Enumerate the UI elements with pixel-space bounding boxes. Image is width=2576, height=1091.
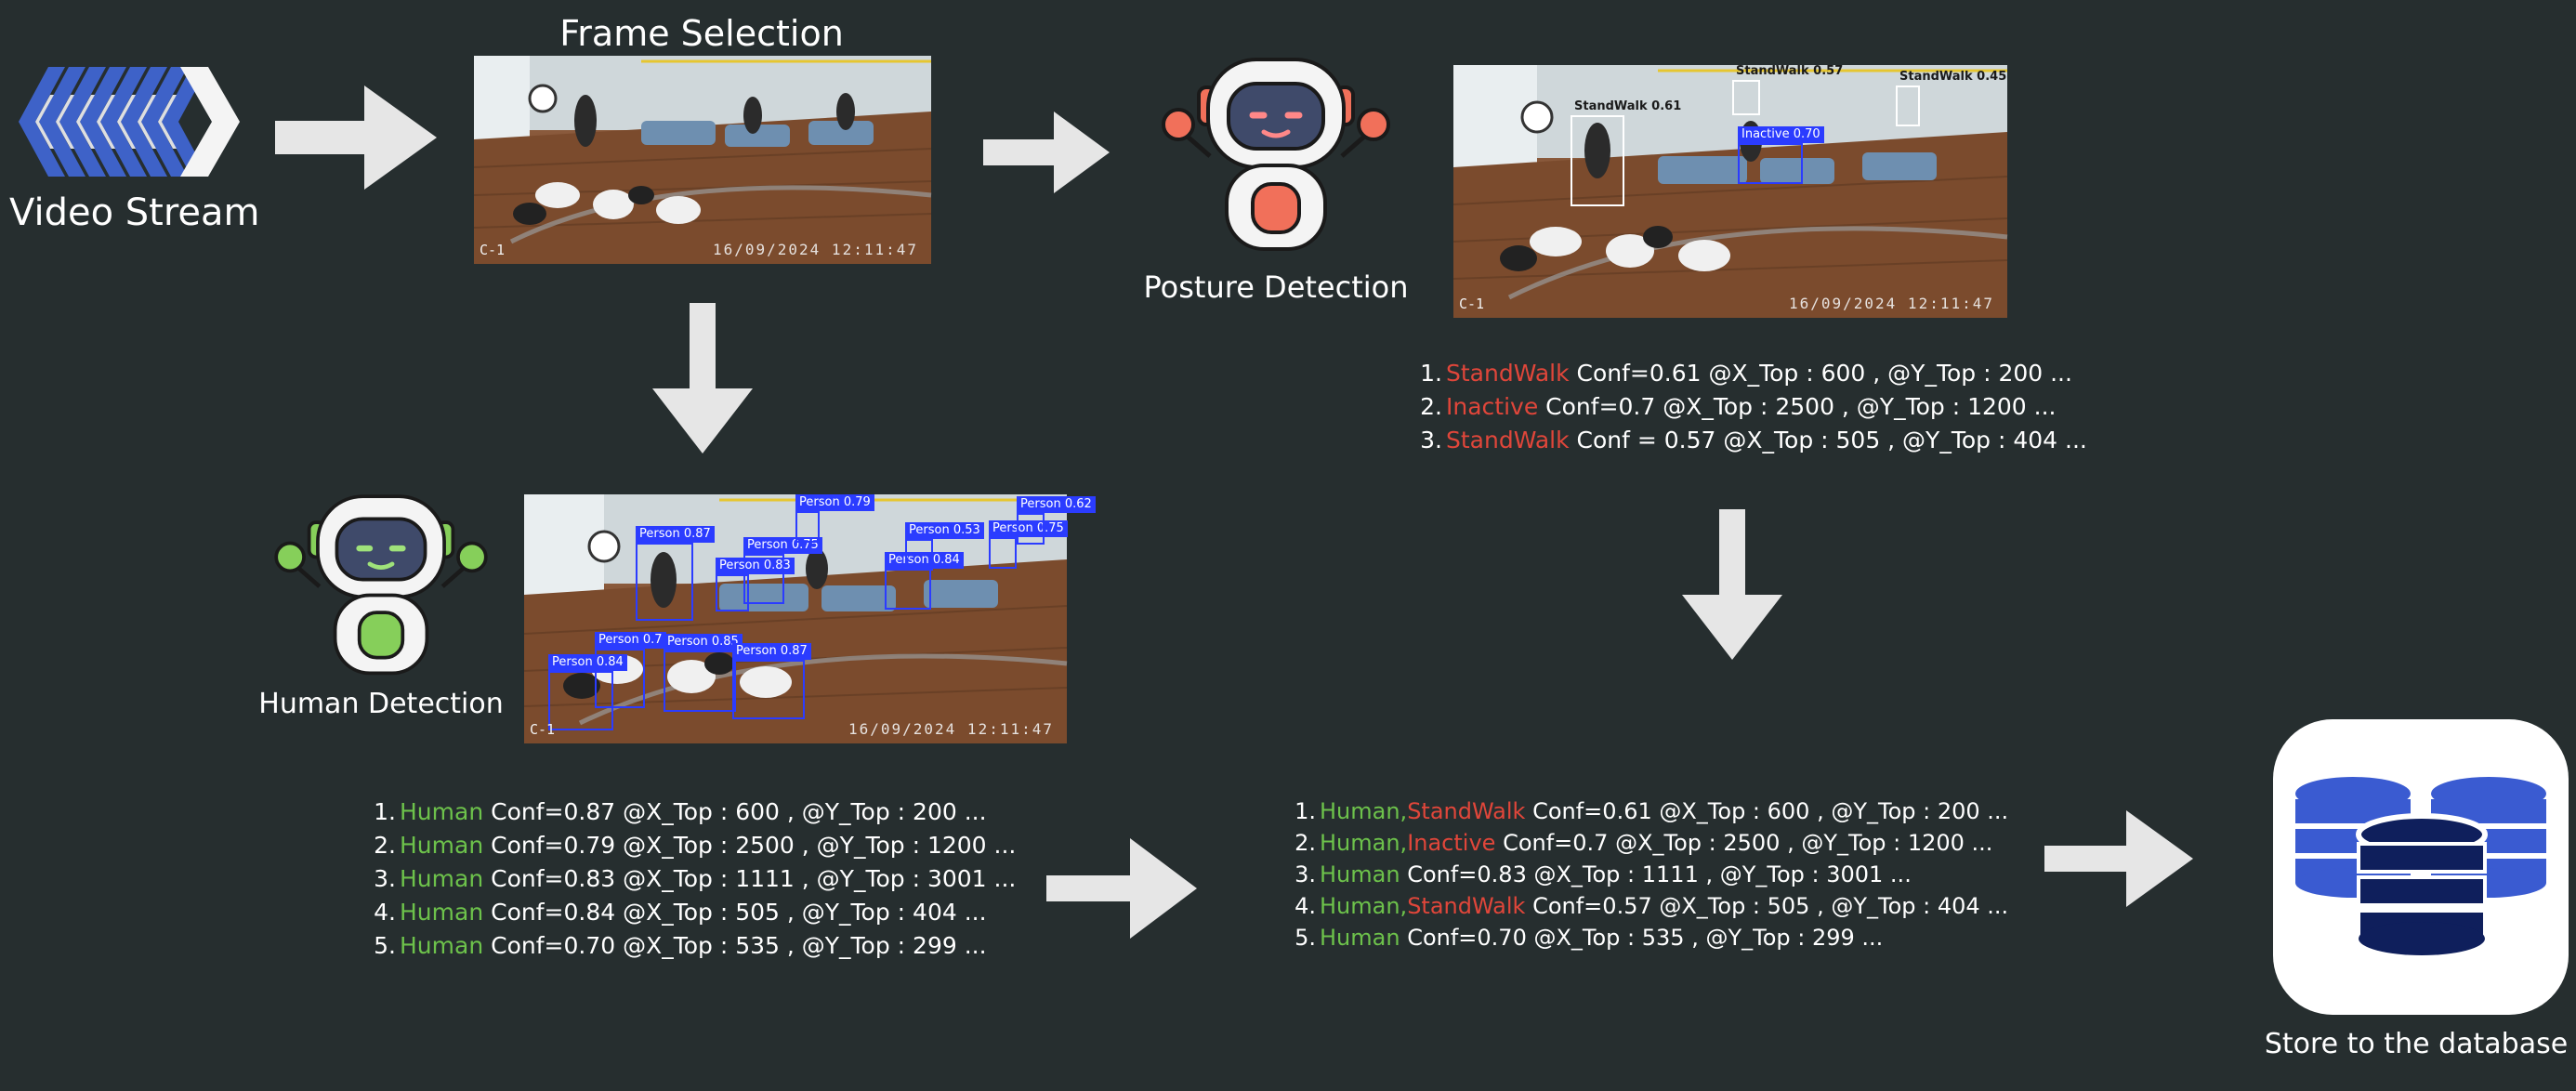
human-list: 1.Human Conf=0.87 @X_Top : 600 , @Y_Top …	[372, 795, 1016, 963]
person-box: Person 0.87	[636, 526, 715, 621]
person-box-label: Person 0.84	[548, 654, 627, 671]
posture-box: StandWalk 0.61	[1571, 99, 1681, 206]
camera-label: C-1	[480, 242, 506, 258]
camera-label: C-1	[530, 721, 556, 738]
list-item: 1.Human Conf=0.87 @X_Top : 600 , @Y_Top …	[374, 798, 987, 825]
list-item: 2.Human Conf=0.79 @X_Top : 2500 , @Y_Top…	[374, 832, 1017, 859]
person-box-label: Person 0.79	[795, 494, 874, 511]
list-item: 5.Human Conf=0.70 @X_Top : 535 , @Y_Top …	[1295, 925, 1884, 951]
person-box: Person 0.83	[716, 558, 795, 611]
merged-list: 1.Human,StandWalk Conf=0.61 @X_Top : 600…	[1292, 795, 2008, 953]
database-node	[2273, 719, 2569, 1015]
frame-selection-label: Frame Selection	[559, 13, 844, 54]
posture-box: Inactive 0.70	[1738, 126, 1824, 184]
arrow-icon	[275, 85, 437, 190]
list-item: 3.Human Conf=0.83 @X_Top : 1111 , @Y_Top…	[1295, 861, 1912, 887]
list-item: 2.Human,Inactive Conf=0.7 @X_Top : 2500 …	[1295, 830, 1993, 856]
list-item: 4.Human Conf=0.84 @X_Top : 505 , @Y_Top …	[374, 899, 987, 926]
person-box-label: Person 0.7	[595, 632, 666, 649]
person-box: Person 0.79	[795, 494, 874, 543]
person-box: Person 0.87	[732, 643, 811, 719]
list-item: 1.StandWalk Conf=0.61 @X_Top : 600 , @Y_…	[1420, 360, 2072, 387]
list-item: 4.Human,StandWalk Conf=0.57 @X_Top : 505…	[1295, 893, 2009, 919]
arrow-icon	[652, 303, 753, 453]
posture-detection-label: Posture Detection	[1143, 269, 1409, 305]
video-stream-label: Video Stream	[9, 191, 260, 234]
posture-list: 1.StandWalk Conf=0.61 @X_Top : 600 , @Y_…	[1418, 357, 2087, 457]
list-item: 3.Human Conf=0.83 @X_Top : 1111 , @Y_Top…	[374, 865, 1017, 892]
video-stream-icon	[19, 67, 240, 177]
frame-selection-image: C-1 16/09/2024 12:11:47	[473, 56, 932, 264]
human-detection-image: Person 0.87 Person 0.75 Person 0.83 Pers…	[523, 494, 1096, 743]
person-box-label: Person 0.85	[664, 634, 743, 651]
robot-icon	[274, 494, 488, 676]
store-label: Store to the database	[2264, 1028, 2569, 1060]
posture-box-label: StandWalk 0.57	[1736, 64, 1844, 78]
video-stream-node	[13, 61, 245, 182]
posture-box: StandWalk 0.57	[1732, 64, 1843, 115]
timestamp: 16/09/2024 12:11:47	[712, 241, 918, 258]
person-box-label: Person 0.75	[989, 520, 1068, 537]
posture-detection-image: StandWalk 0.61 StandWalk 0.57 StandWalk …	[1452, 64, 2008, 318]
list-item: 3.StandWalk Conf = 0.57 @X_Top : 505 , @…	[1420, 427, 2087, 453]
person-box: Person 0.84	[885, 552, 964, 610]
list-item: 2.Inactive Conf=0.7 @X_Top : 2500 , @Y_T…	[1420, 393, 2057, 420]
camera-label: C-1	[1459, 296, 1485, 312]
person-box: Person 0.7	[595, 632, 666, 708]
arrow-icon	[1682, 509, 1782, 660]
robot-icon	[1162, 58, 1390, 251]
list-item: 1.Human,StandWalk Conf=0.61 @X_Top : 600…	[1295, 798, 2009, 824]
person-box-label: Person 0.53	[905, 522, 984, 539]
person-box-label: Person 0.83	[716, 558, 795, 574]
database-icon	[2295, 777, 2546, 955]
arrow-icon	[1046, 838, 1197, 939]
timestamp: 16/09/2024 12:11:47	[848, 720, 1054, 738]
person-box: Person 0.75	[989, 520, 1068, 569]
timestamp: 16/09/2024 12:11:47	[1788, 295, 1994, 312]
person-box: Person 0.85	[664, 634, 743, 712]
arrow-icon	[2044, 810, 2193, 907]
posture-box-label: StandWalk 0.45	[1899, 70, 2007, 84]
person-box-label: Person 0.62	[1017, 496, 1096, 513]
human-detection-label: Human Detection	[258, 688, 504, 720]
person-box-label: Person 0.87	[732, 643, 811, 660]
person-box: Person 0.53	[905, 522, 984, 571]
posture-box-label: StandWalk 0.61	[1574, 99, 1682, 113]
person-box-label: Person 0.87	[636, 526, 715, 543]
list-item: 5.Human Conf=0.70 @X_Top : 535 , @Y_Top …	[374, 932, 987, 959]
posture-box-label: Inactive 0.70	[1738, 126, 1824, 143]
posture-box: StandWalk 0.45	[1896, 70, 2006, 126]
person-box: Person 0.84	[548, 654, 627, 730]
arrow-icon	[983, 112, 1110, 193]
person-box: Person 0.62	[1017, 496, 1096, 545]
